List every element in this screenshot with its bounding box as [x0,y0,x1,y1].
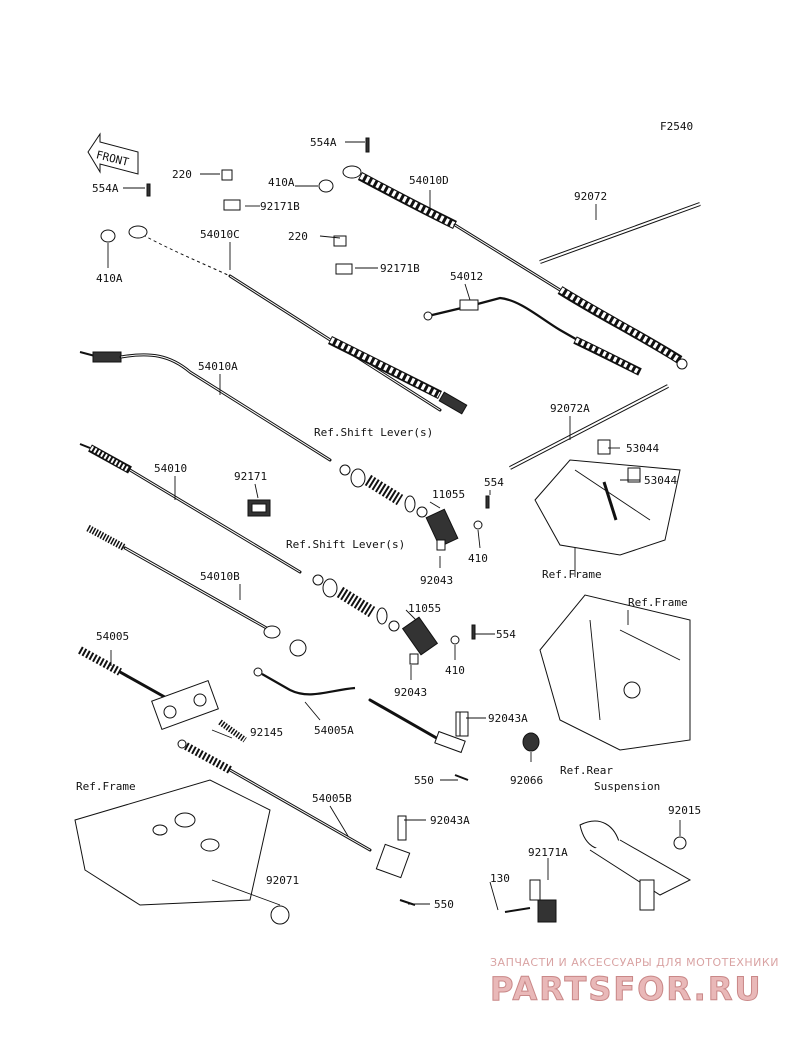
cable-tie-92072 [539,202,701,264]
label-410a-a: 410A [268,176,295,189]
label-ref-frame-1: Ref.Frame [542,568,602,581]
label-54010b: 54010B [200,570,240,583]
label-54005: 54005 [96,630,129,643]
rear-suspension [504,820,692,923]
label-92015: 92015 [668,804,701,817]
label-554a-left: 554A [92,182,119,195]
label-554-a: 554 [484,476,504,489]
label-54010d: 54010D [409,174,449,187]
frame-middle-right [539,594,691,751]
label-54012: 54012 [450,270,483,283]
label-92066: 92066 [510,774,543,787]
label-11055-b: 11055 [408,602,441,615]
figure-code: F2540 [660,120,693,133]
label-550-b: 550 [434,898,454,911]
label-53044-a: 53044 [626,442,659,455]
label-92145: 92145 [250,726,283,739]
label-ref-frame-2: Ref.Frame [628,596,688,609]
label-550-a: 550 [414,774,434,787]
frame-top-right [534,439,681,556]
frame-bottom-left [74,779,290,925]
label-54010a: 54010A [198,360,238,373]
label-220-b: 220 [288,230,308,243]
label-92072a: 92072A [550,402,590,415]
cable-54010 [79,443,302,574]
label-220-a: 220 [172,168,192,181]
cable-54010b [86,524,307,657]
cable-54005b [177,739,416,906]
label-54005a: 54005A [314,724,354,737]
watermark: ЗАПЧАСТИ И АКСЕССУАРЫ ДЛЯ МОТОТЕХНИКИ PA… [490,956,779,1009]
label-554-b: 554 [496,628,516,641]
label-ref-shift-2: Ref.Shift Lever(s) [286,538,405,551]
label-130: 130 [490,872,510,885]
cable-54005a [253,667,469,781]
label-ref-shift-1: Ref.Shift Lever(s) [314,426,433,439]
label-92072: 92072 [574,190,607,203]
label-53044-b: 53044 [644,474,677,487]
label-410a-b: 410A [96,272,123,285]
label-92043a-a: 92043A [488,712,528,725]
cable-54010d [342,165,688,370]
part-labels: 554A 554A 220 410A 92171B 54010D 54010C … [76,136,701,911]
label-92043-b: 92043 [394,686,427,699]
cable-54005 [78,646,247,743]
leader-lines [107,141,681,911]
cable-tie-92072a [509,384,669,470]
watermark-tagline: ЗАПЧАСТИ И АКСЕССУАРЫ ДЛЯ МОТОТЕХНИКИ [490,956,779,969]
front-arrow-icon: FRONT [87,132,139,175]
label-410-b: 410 [445,664,465,677]
label-92171a: 92171A [528,846,568,859]
cable-54010a [79,351,332,462]
shift-lever-parts-1 [339,464,483,551]
label-54005b: 54005B [312,792,352,805]
label-92043-a: 92043 [420,574,453,587]
label-54010c: 54010C [200,228,240,241]
label-92043a-b: 92043A [430,814,470,827]
label-ref-rear-1: Ref.Rear [560,764,613,777]
label-ref-frame-3: Ref.Frame [76,780,136,793]
cable-54012 [423,296,642,376]
label-54010: 54010 [154,462,187,475]
label-92071: 92071 [266,874,299,887]
cable-54010c [128,225,468,415]
label-410-a: 410 [468,552,488,565]
label-92171b-b: 92171B [380,262,420,275]
label-ref-rear-2: Suspension [594,780,660,793]
shift-lever-parts-2 [312,574,476,665]
watermark-brand: PARTSFOR.RU [490,970,762,1008]
label-554a-top: 554A [310,136,337,149]
label-92171b-a: 92171B [260,200,300,213]
label-92171: 92171 [234,470,267,483]
hardware [100,137,540,752]
label-11055-a: 11055 [432,488,465,501]
clamp-92171 [247,499,271,517]
